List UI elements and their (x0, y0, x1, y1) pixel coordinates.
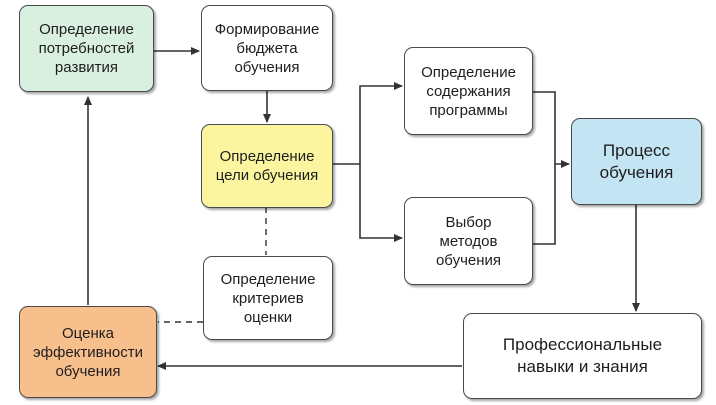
node-goal: Определение цели обучения (201, 124, 333, 208)
node-evaluation: Оценка эффективности обучения (19, 306, 157, 398)
node-needs: Определение потребностей развития (19, 5, 154, 92)
node-criteria: Определение критериев оценки (203, 256, 333, 340)
edge-methods-to-process (533, 164, 556, 245)
node-methods: Выбор методов обучения (404, 197, 533, 285)
node-process: Процесс обучения (571, 118, 702, 205)
edge-goal-to-methods (359, 164, 403, 242)
node-skills: Профессиональные навыки и знания (463, 313, 702, 399)
edge-content-to-process (533, 91, 570, 168)
node-budget: Формирование бюджета обучения (201, 5, 333, 91)
edge-goal-to-content (333, 82, 403, 165)
node-content: Определение содержания программы (404, 47, 533, 135)
